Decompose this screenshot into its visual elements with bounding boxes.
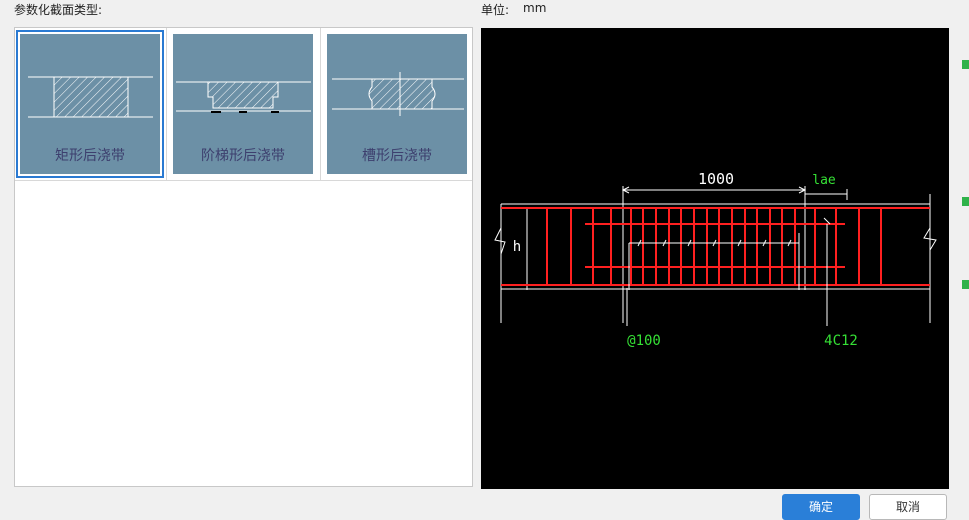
section-type-stepped[interactable]: 阶梯形后浇带 (173, 34, 313, 174)
height-label: h (513, 239, 521, 255)
stirrup-spacing-label: @100 (627, 333, 661, 349)
dim-lae-label: lae (812, 173, 836, 188)
stepped-section-icon (176, 81, 311, 113)
section-type-label: 矩形后浇带 (55, 148, 125, 164)
right-edge-strip (949, 0, 969, 507)
scroll-marker (962, 197, 969, 206)
groove-section-icon (332, 72, 464, 116)
cancel-button[interactable]: 取消 (869, 494, 947, 520)
preview-drawing: 1000 lae h (494, 170, 937, 349)
unit-label: 单位: (481, 3, 510, 17)
section-type-rect[interactable]: 矩形后浇带 (16, 30, 164, 178)
section-type-label: 槽形后浇带 (362, 148, 432, 164)
scroll-marker (962, 60, 969, 69)
section-type-list: 矩形后浇带 阶梯形后浇带 槽形后浇带 (14, 27, 473, 487)
row-divider (15, 180, 472, 181)
section-types-label: 参数化截面类型: (14, 3, 103, 17)
section-type-label: 阶梯形后浇带 (201, 148, 285, 164)
tile-divider (166, 28, 167, 180)
section-preview: 1000 lae h (481, 28, 949, 489)
unit-value: mm (523, 1, 547, 15)
rect-section-icon (28, 76, 153, 118)
scroll-marker (962, 280, 969, 289)
ok-button[interactable]: 确定 (782, 494, 860, 520)
rebar-spec-label: 4C12 (824, 333, 858, 349)
tile-divider (320, 28, 321, 180)
dim-length-label: 1000 (698, 170, 734, 188)
section-type-groove[interactable]: 槽形后浇带 (327, 34, 467, 174)
stirrup-group (546, 208, 882, 285)
